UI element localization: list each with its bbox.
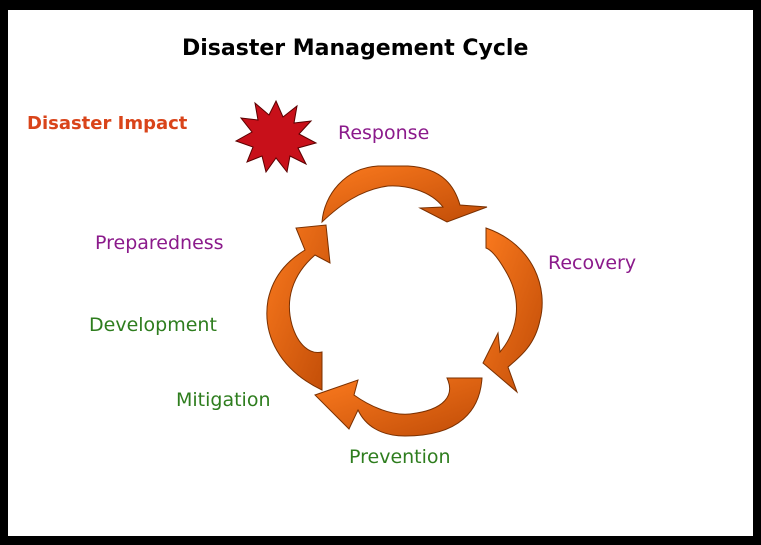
phase-recovery-label: Recovery (548, 252, 637, 274)
page-title: Disaster Management Cycle (182, 36, 529, 61)
phase-preparedness-label: Preparedness (95, 232, 224, 254)
disaster-impact-label: Disaster Impact (27, 113, 188, 134)
arrow-response-to-recovery (321, 165, 488, 224)
phase-response-label: Response (338, 122, 430, 144)
phase-development-label: Development (89, 314, 217, 336)
phase-prevention-label: Prevention (349, 446, 451, 468)
arrow-prevention-to-mitigation (314, 377, 483, 437)
arrow-development-to-preparedness (266, 224, 331, 391)
diagram-frame (6, 8, 755, 538)
arrow-recovery-to-prevention (482, 227, 543, 394)
phase-mitigation-label: Mitigation (176, 389, 271, 411)
starburst-icon (234, 99, 318, 174)
